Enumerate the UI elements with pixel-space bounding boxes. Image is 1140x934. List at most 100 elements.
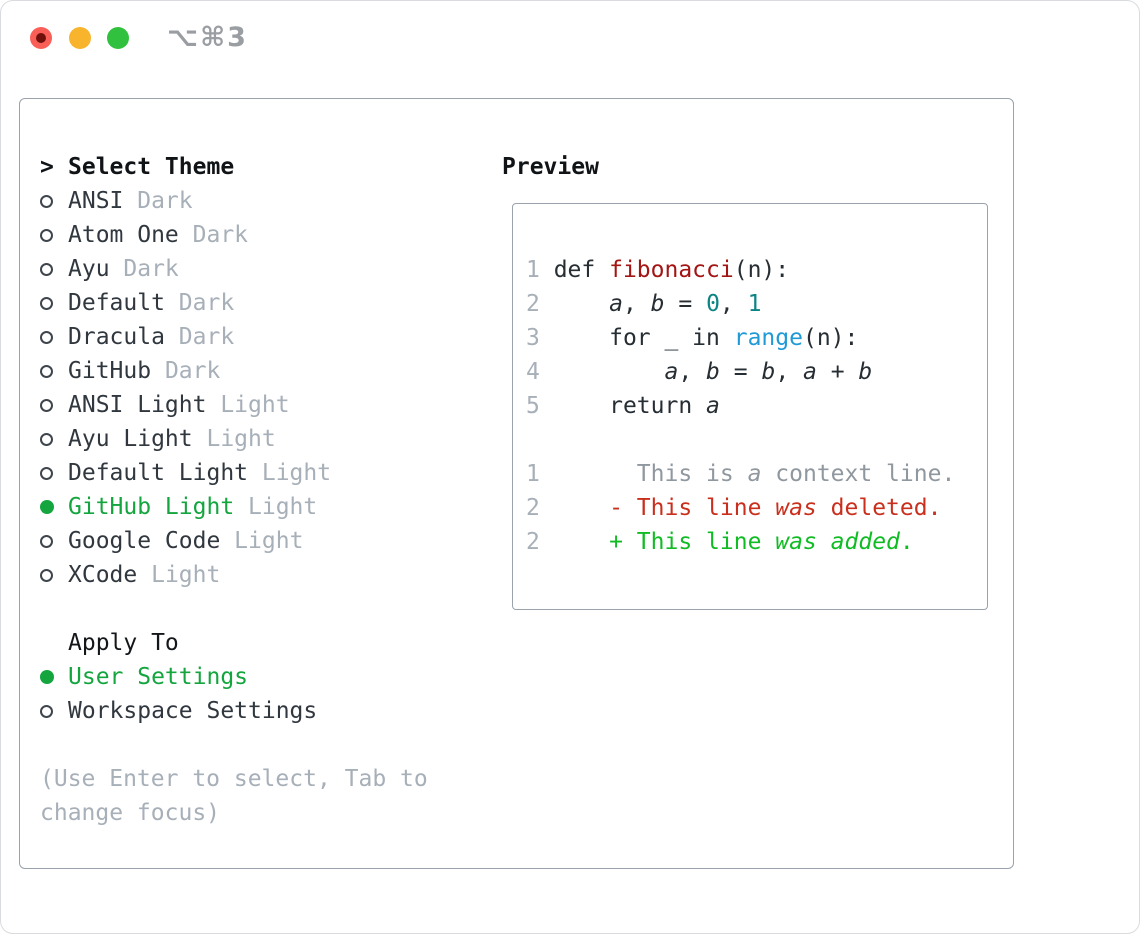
radio-marker bbox=[40, 398, 68, 412]
theme-variant-label: Dark bbox=[164, 290, 235, 316]
code-token: b bbox=[858, 359, 873, 385]
radio-unselected-icon bbox=[40, 194, 53, 208]
radio-marker bbox=[40, 194, 68, 208]
title-bar: ⌥⌘3 bbox=[1, 1, 1139, 76]
code-token: def bbox=[553, 257, 610, 283]
spacer bbox=[40, 592, 428, 626]
radio-unselected-icon bbox=[40, 228, 53, 242]
code-token: return bbox=[553, 393, 707, 419]
radio-marker bbox=[40, 500, 68, 514]
apply-option-label: User Settings bbox=[68, 664, 249, 690]
radio-marker bbox=[40, 534, 68, 548]
code-token: , bbox=[775, 359, 804, 385]
code-token: . bbox=[899, 529, 914, 555]
radio-selected-icon bbox=[40, 670, 54, 684]
code-token: for _ in bbox=[553, 325, 734, 351]
code-token: + This line bbox=[553, 529, 776, 555]
preview-line-6 bbox=[526, 423, 987, 457]
preview-line-9: 2 + This line was added. bbox=[526, 525, 987, 559]
apply-option-workspace-settings[interactable]: Workspace Settings bbox=[40, 694, 428, 728]
close-window-button[interactable] bbox=[30, 27, 52, 49]
theme-variant-label: Light bbox=[192, 426, 276, 452]
preview-line-3: 3 for _ in range(n): bbox=[526, 321, 987, 355]
radio-marker bbox=[40, 432, 68, 446]
maximize-window-button[interactable] bbox=[107, 27, 129, 49]
radio-marker bbox=[40, 466, 68, 480]
code-token: = bbox=[664, 291, 707, 317]
radio-unselected-icon bbox=[40, 704, 53, 718]
theme-variant-label: Light bbox=[248, 460, 332, 486]
theme-variant-label: Dark bbox=[178, 222, 249, 248]
theme-name: XCode bbox=[68, 562, 138, 588]
radio-unselected-icon bbox=[40, 568, 53, 582]
code-token: 1 bbox=[747, 291, 762, 317]
radio-unselected-icon bbox=[40, 466, 53, 480]
theme-option-xcode[interactable]: XCode Light bbox=[40, 558, 428, 592]
code-token: = bbox=[719, 359, 762, 385]
hint-line-2: change focus) bbox=[40, 800, 221, 826]
radio-unselected-icon bbox=[40, 330, 53, 344]
line-number: 5 bbox=[526, 393, 554, 419]
theme-option-dracula[interactable]: Dracula Dark bbox=[40, 320, 428, 354]
radio-unselected-icon bbox=[40, 432, 53, 446]
theme-name: Default Light bbox=[68, 460, 249, 486]
line-number: 1 bbox=[526, 461, 554, 487]
theme-variant-label: Light bbox=[234, 494, 318, 520]
code-token: This is bbox=[553, 461, 748, 487]
radio-marker bbox=[40, 704, 68, 718]
code-token: a bbox=[747, 461, 762, 487]
code-token: a bbox=[664, 359, 679, 385]
theme-variant-label: Dark bbox=[164, 324, 235, 350]
line-number: 4 bbox=[526, 359, 554, 385]
radio-unselected-icon bbox=[40, 534, 53, 548]
code-token: deleted. bbox=[816, 495, 942, 521]
theme-option-default-light[interactable]: Default Light Light bbox=[40, 456, 428, 490]
code-token: b bbox=[706, 359, 720, 385]
preview-line-2: 2 a, b = 0, 1 bbox=[526, 287, 987, 321]
line-number: 2 bbox=[526, 291, 554, 317]
theme-option-github-light[interactable]: GitHub Light Light bbox=[40, 490, 428, 524]
code-token: - This line bbox=[553, 495, 776, 521]
theme-variant-label: Dark bbox=[109, 256, 179, 282]
radio-marker bbox=[40, 670, 68, 684]
theme-option-default[interactable]: Default Dark bbox=[40, 286, 428, 320]
minimize-window-button[interactable] bbox=[69, 27, 91, 49]
code-token: + bbox=[816, 359, 859, 385]
apply-option-label: Workspace Settings bbox=[68, 698, 318, 724]
theme-name: Dracula bbox=[68, 324, 165, 350]
code-token: b bbox=[761, 359, 776, 385]
apply-option-user-settings[interactable]: User Settings bbox=[40, 660, 428, 694]
code-token: , bbox=[678, 359, 707, 385]
radio-marker bbox=[40, 364, 68, 378]
radio-unselected-icon bbox=[40, 296, 53, 310]
theme-variant-label: Light bbox=[206, 392, 290, 418]
preview-line-7: 1 This is a context line. bbox=[526, 457, 987, 491]
theme-option-ayu-light[interactable]: Ayu Light Light bbox=[40, 422, 428, 456]
code-token: (n): bbox=[802, 325, 859, 351]
code-token: fibonacci bbox=[609, 257, 734, 283]
theme-option-github[interactable]: GitHub Dark bbox=[40, 354, 428, 388]
theme-option-atom-one[interactable]: Atom One Dark bbox=[40, 218, 428, 252]
radio-marker bbox=[40, 296, 68, 310]
theme-option-ansi[interactable]: ANSI Dark bbox=[40, 184, 428, 218]
code-token: context line. bbox=[761, 461, 956, 487]
code-token: , bbox=[719, 291, 748, 317]
theme-name: Google Code bbox=[68, 528, 221, 554]
theme-option-google-code[interactable]: Google Code Light bbox=[40, 524, 428, 558]
code-token: 0 bbox=[706, 291, 720, 317]
radio-selected-icon bbox=[40, 500, 54, 514]
theme-option-ayu[interactable]: Ayu Dark bbox=[40, 252, 428, 286]
line-number: 2 bbox=[526, 495, 554, 521]
theme-name: Atom One bbox=[68, 222, 179, 248]
code-token: was added bbox=[775, 529, 900, 555]
radio-marker bbox=[40, 228, 68, 242]
line-number: 3 bbox=[526, 325, 554, 351]
radio-unselected-icon bbox=[40, 398, 53, 412]
theme-option-ansi-light[interactable]: ANSI Light Light bbox=[40, 388, 428, 422]
code-token: was bbox=[775, 495, 817, 521]
code-token: a bbox=[609, 291, 623, 317]
